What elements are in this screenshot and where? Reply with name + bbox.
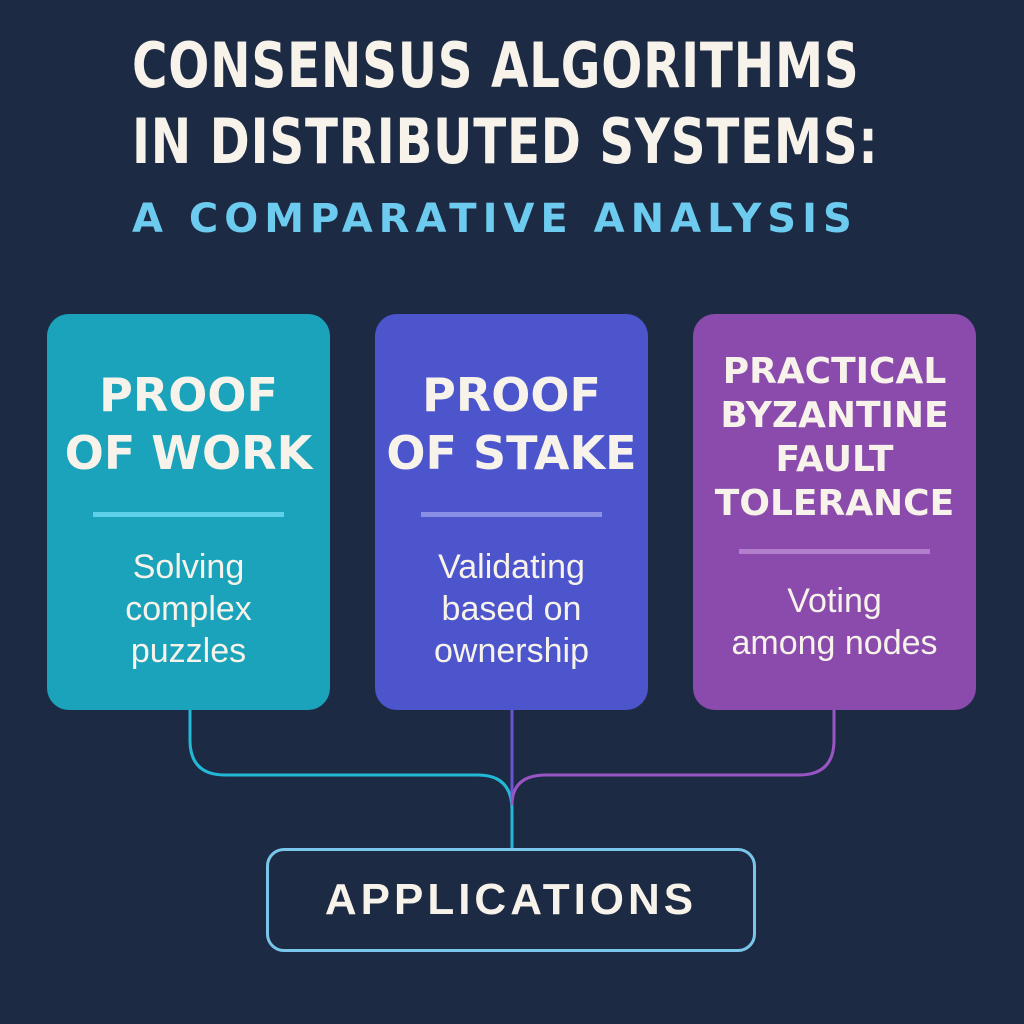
card-proof-of-work: PROOF OF WORK Solving complex puzzles — [47, 314, 330, 710]
card-title: PROOF OF STAKE — [386, 368, 637, 480]
card-description: Solving complex puzzles — [125, 548, 252, 670]
divider — [93, 512, 284, 517]
subtitle: A COMPARATIVE ANALYSIS — [132, 196, 858, 242]
title-line-1: CONSENSUS ALGORITHMS — [132, 29, 860, 102]
card-proof-of-stake: PROOF OF STAKE Validating based on owner… — [375, 314, 648, 710]
applications-box: APPLICATIONS — [266, 848, 756, 952]
divider — [421, 512, 602, 517]
card-pbft: PRACTICAL BYZANTINE FAULT TOLERANCE Voti… — [693, 314, 976, 710]
card-description: Voting among nodes — [731, 582, 938, 662]
applications-label: APPLICATIONS — [324, 875, 698, 924]
card-title: PRACTICAL BYZANTINE FAULT TOLERANCE — [714, 351, 955, 524]
card-title: PROOF OF WORK — [64, 368, 313, 480]
title-line-2: IN DISTRIBUTED SYSTEMS: — [132, 105, 879, 178]
divider — [739, 549, 930, 554]
card-description: Validating based on ownership — [434, 548, 589, 670]
page-title: CONSENSUS ALGORITHMS IN DISTRIBUTED SYST… — [132, 28, 879, 180]
